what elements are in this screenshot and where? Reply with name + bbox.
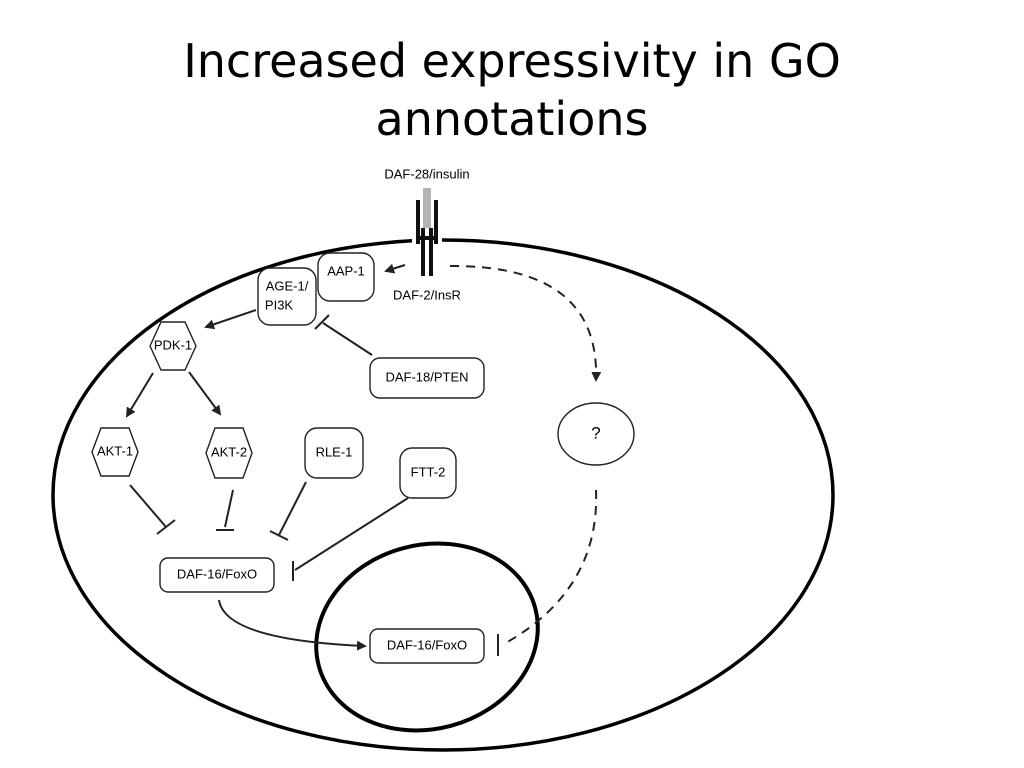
node-akt2	[205, 427, 253, 479]
node-daf16-nucleus-label: DAF-16/FoxO	[387, 637, 467, 652]
node-age1-label-2: PI3K	[265, 297, 294, 312]
slide-title: Increased expressivity in GO annotations	[0, 32, 1024, 148]
edge-age1-pdk1	[204, 309, 257, 330]
receptor-label: DAF-2/InsR	[393, 287, 461, 302]
edge-daf18-age1-bar	[314, 314, 330, 330]
node-ftt2	[399, 447, 457, 499]
node-age1	[257, 267, 317, 326]
edge-receptor-unknown	[449, 264, 602, 382]
node-rle1	[304, 427, 364, 479]
edge-ftt2-daf16	[294, 497, 409, 571]
edge-unknown-daf16	[503, 489, 598, 645]
node-unknown	[557, 402, 635, 466]
edge-pdk1-akt2	[188, 371, 222, 416]
node-akt1	[91, 427, 139, 477]
node-age1-label-1: AGE-1/	[266, 278, 309, 293]
edge-rle1-daf16-bar	[269, 530, 289, 541]
edge-pdk1-akt1	[125, 372, 154, 418]
node-pdk1-label: PDK-1	[154, 337, 192, 352]
ligand-label: DAF-28/insulin	[384, 166, 469, 181]
node-ftt2-label: FTT-2	[411, 464, 446, 479]
nucleus	[314, 541, 540, 733]
edge-rle1-daf16	[278, 481, 307, 536]
edge-receptor-aap1	[384, 263, 406, 274]
edge-akt1-daf16	[129, 484, 167, 528]
node-daf18-label: DAF-18/PTEN	[385, 369, 468, 384]
node-daf18	[369, 357, 485, 399]
node-akt2-label: AKT-2	[211, 444, 247, 459]
node-daf16-cytoplasm	[159, 557, 275, 593]
edge-translocation	[218, 599, 367, 651]
edge-akt2-daf16	[224, 489, 234, 528]
node-aap1-label: AAP-1	[327, 263, 365, 278]
ligand-shape	[423, 188, 431, 228]
title-line-1: Increased expressivity in GO	[183, 34, 841, 88]
node-daf16-nucleus	[369, 628, 485, 664]
node-daf16-cytoplasm-label: DAF-16/FoxO	[177, 566, 257, 581]
node-unknown-label: ?	[591, 423, 600, 442]
node-aap1	[317, 252, 375, 302]
receptor-shape	[416, 200, 438, 276]
edge-akt1-daf16-bar	[156, 519, 176, 535]
node-pdk1-hex	[149, 321, 197, 371]
title-line-2: annotations	[375, 92, 649, 146]
node-rle1-label: RLE-1	[316, 444, 353, 459]
edge-daf18-age1	[322, 322, 373, 356]
cell-membrane	[51, 238, 835, 752]
node-akt1-label: AKT-1	[97, 443, 133, 458]
